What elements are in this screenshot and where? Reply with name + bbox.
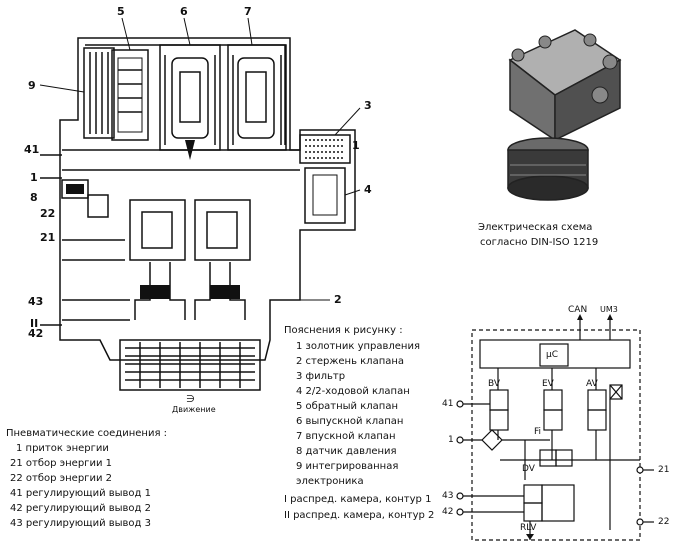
schematic-port-21: 21	[658, 465, 670, 475]
explanation-item: 4 2/2-ходовой клапан	[296, 386, 410, 397]
plan-label-II: II	[30, 317, 39, 330]
explanation-item: 3 фильтр	[296, 371, 346, 382]
plan-label-5: 5	[117, 5, 125, 18]
schematic-dv: DV	[522, 464, 535, 474]
plan-label-9: 9	[28, 79, 36, 92]
explanation-item: 7 впускной клапан	[296, 431, 396, 442]
photo-caption-line2: согласно DIN-ISO 1219	[480, 237, 599, 248]
plan-label-22: 22	[40, 207, 56, 220]
explanations-title: Пояснения к рисунку :	[284, 325, 403, 336]
plan-label-3: 3	[364, 99, 372, 112]
pneumatic-title: Пневматические соединения :	[6, 428, 168, 439]
plan-label-21: 21	[40, 231, 56, 244]
plan-label-1b: 1	[30, 171, 38, 184]
plan-label-42: 42	[28, 327, 44, 340]
plan-label-41: 41	[24, 143, 40, 156]
schematic-um: UM3	[600, 305, 618, 314]
schematic-uc: µC	[546, 350, 559, 360]
plan-label-43: 43	[28, 295, 44, 308]
plan-label-4: 4	[364, 183, 372, 196]
direction-symbol: ∋	[186, 394, 195, 405]
schematic-rlv: RLV	[520, 523, 537, 533]
schematic-port-43: 43	[442, 491, 454, 501]
explanation-item: 8 датчик давления	[296, 446, 397, 457]
pneumatic-item: 43 регулирующий вывод 3	[10, 518, 152, 529]
photo-caption-line1: Электрическая схема	[478, 222, 593, 233]
plan-label-2: 2	[334, 293, 342, 306]
plan-label-6: 6	[180, 5, 188, 18]
direction-label: Движение	[172, 405, 216, 414]
circuit-item: II распред. камера, контур 2	[284, 510, 435, 521]
explanations-block: Пояснения к рисунку : 1 золотник управле…	[284, 325, 444, 525]
circuit-item: I распред. камера, контур 1	[284, 494, 432, 505]
pneumatic-item: 42 регулирующий вывод 2	[10, 503, 152, 514]
explanation-item: 6 выпускной клапан	[296, 416, 404, 427]
schematic-ev: EV	[542, 379, 554, 389]
pneumatic-item: 41 регулирующий вывод 1	[10, 488, 152, 499]
plan-label-7: 7	[244, 5, 252, 18]
explanation-item: 1 золотник управления	[296, 341, 420, 352]
schematic-fi: Fi	[534, 427, 542, 437]
schematic-port-41: 41	[442, 399, 454, 409]
schematic-svg	[456, 314, 654, 541]
schematic-port-22: 22	[658, 517, 670, 527]
explanation-item: 2 стержень клапана	[296, 356, 405, 367]
pneumatic-item: 22 отбор энергии 2	[10, 473, 112, 484]
pneumatic-block: Пневматические соединения : 1 приток эне…	[6, 428, 206, 538]
sectional-drawing: 5 6 7 9 3 1 41 1 8 22 21 4 2 43 II 42 ∋ …	[0, 0, 380, 420]
explanation-item: 5 обратный клапан	[296, 401, 399, 412]
plan-label-8: 8	[30, 191, 38, 204]
valve-photo-svg	[507, 29, 622, 201]
schematic-port-1: 1	[448, 435, 454, 445]
section-drawing-svg	[39, 17, 361, 391]
pneumatic-item: 21 отбор энергии 1	[10, 458, 112, 469]
pneumatic-item: 1 приток энергии	[16, 443, 109, 454]
schematic: CAN UM3 µC BV EV AV Fi DV RLV 41 1 43 42…	[440, 300, 676, 554]
schematic-bv: BV	[488, 379, 501, 389]
schematic-av: AV	[586, 379, 598, 389]
plan-label-1: 1	[352, 139, 360, 152]
valve-photo	[490, 20, 630, 210]
schematic-port-42: 42	[442, 507, 454, 517]
explanation-item: 9 интегрированная	[296, 461, 399, 472]
explanation-item: электроника	[296, 476, 364, 487]
schematic-can: CAN	[568, 305, 588, 315]
